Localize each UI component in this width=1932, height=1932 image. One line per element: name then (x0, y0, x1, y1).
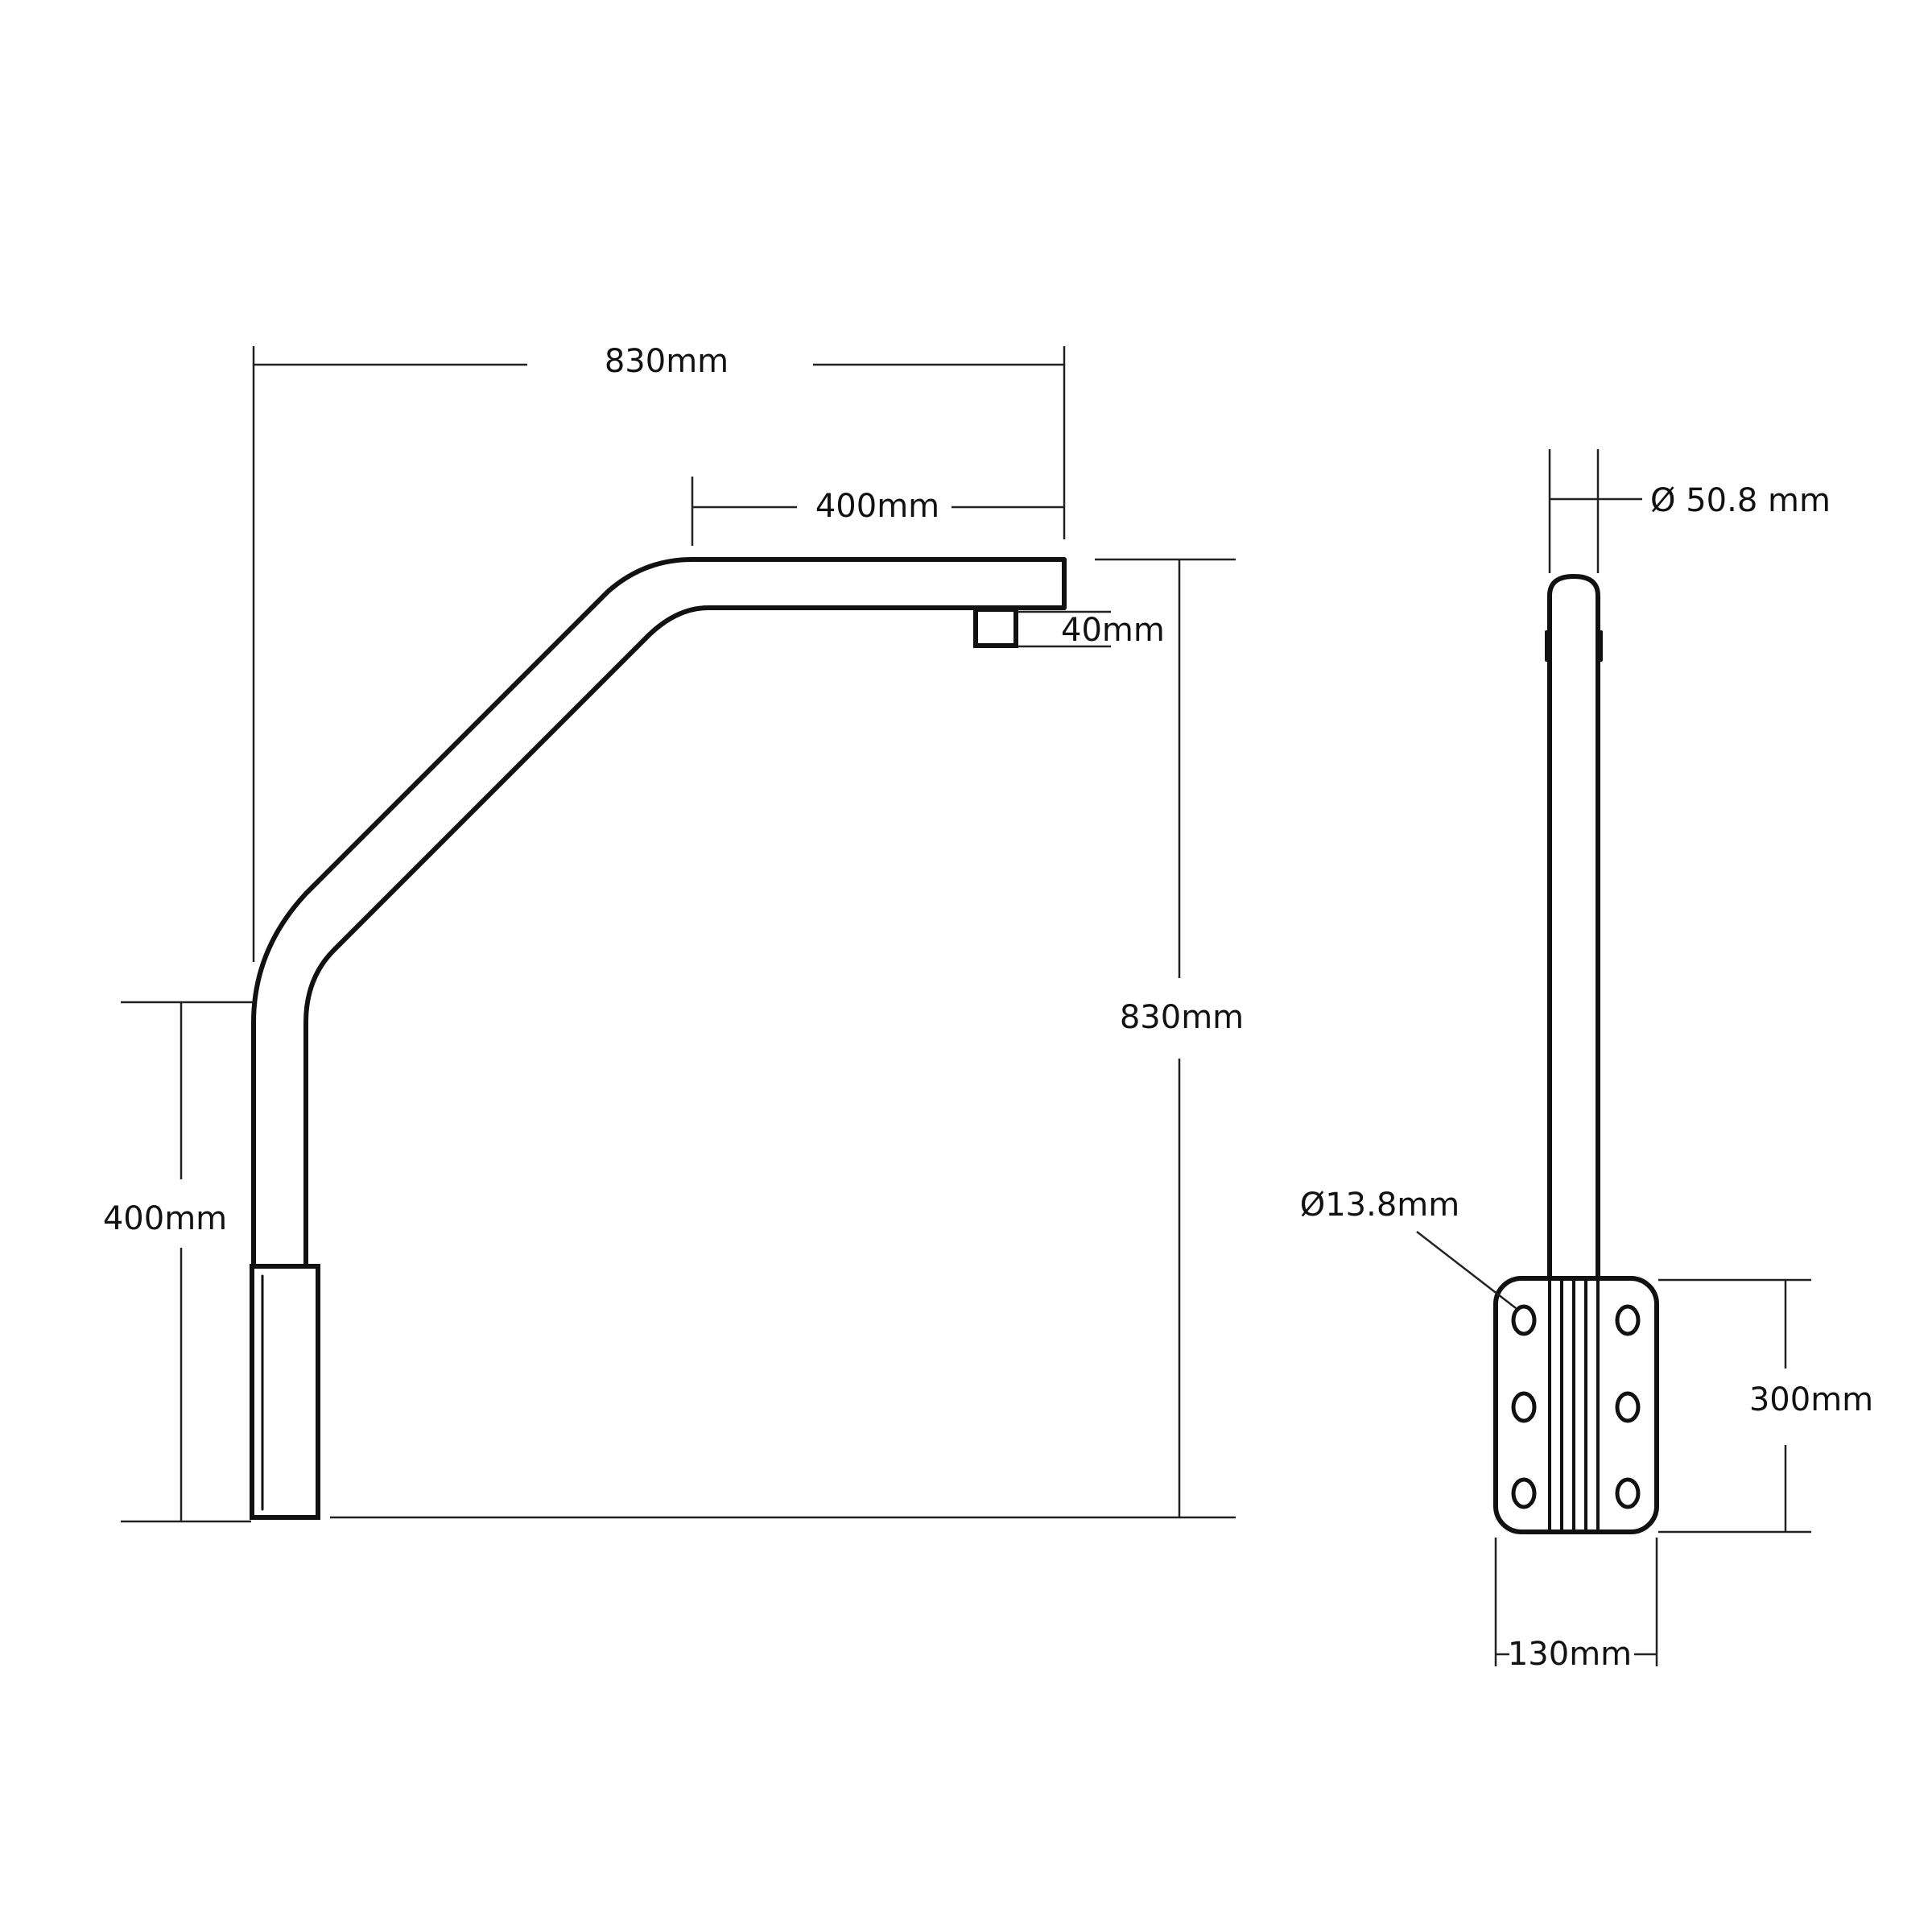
pipe-diameter-label: Ø 50.8 mm (1650, 482, 1831, 519)
side-view: 830mm 400mm 40mm 830mm 400mm (103, 343, 1244, 1523)
hole-leader-line (1416, 1231, 1517, 1309)
bolt-hole (1511, 1391, 1537, 1423)
bolt-hole (1615, 1391, 1641, 1423)
bolt-hole (1511, 1304, 1537, 1336)
arm-end-stub (973, 607, 1018, 648)
pipe-outline (1547, 574, 1600, 1282)
plate-height-label: 300mm (1749, 1381, 1873, 1418)
plate-width-label: 130mm (1508, 1636, 1632, 1673)
arm-length-label: 400mm (815, 488, 939, 525)
stub-label: 40mm (1061, 612, 1165, 649)
arm-inner-edge (303, 605, 1067, 1266)
bolt-hole (1615, 1304, 1641, 1336)
mount-height-label: 400mm (103, 1200, 227, 1237)
bolt-hole (1511, 1477, 1537, 1509)
bolt-hole (1615, 1477, 1641, 1509)
front-view: Ø 50.8 mm Ø13.8mm 300mm 130mm (1300, 449, 1873, 1673)
overall-width-label: 830mm (605, 343, 729, 380)
arm-outer-edge (251, 557, 1067, 1266)
hole-diameter-label: Ø13.8mm (1300, 1187, 1459, 1224)
base-plate (1493, 1276, 1659, 1534)
overall-height-label: 830mm (1120, 999, 1244, 1036)
